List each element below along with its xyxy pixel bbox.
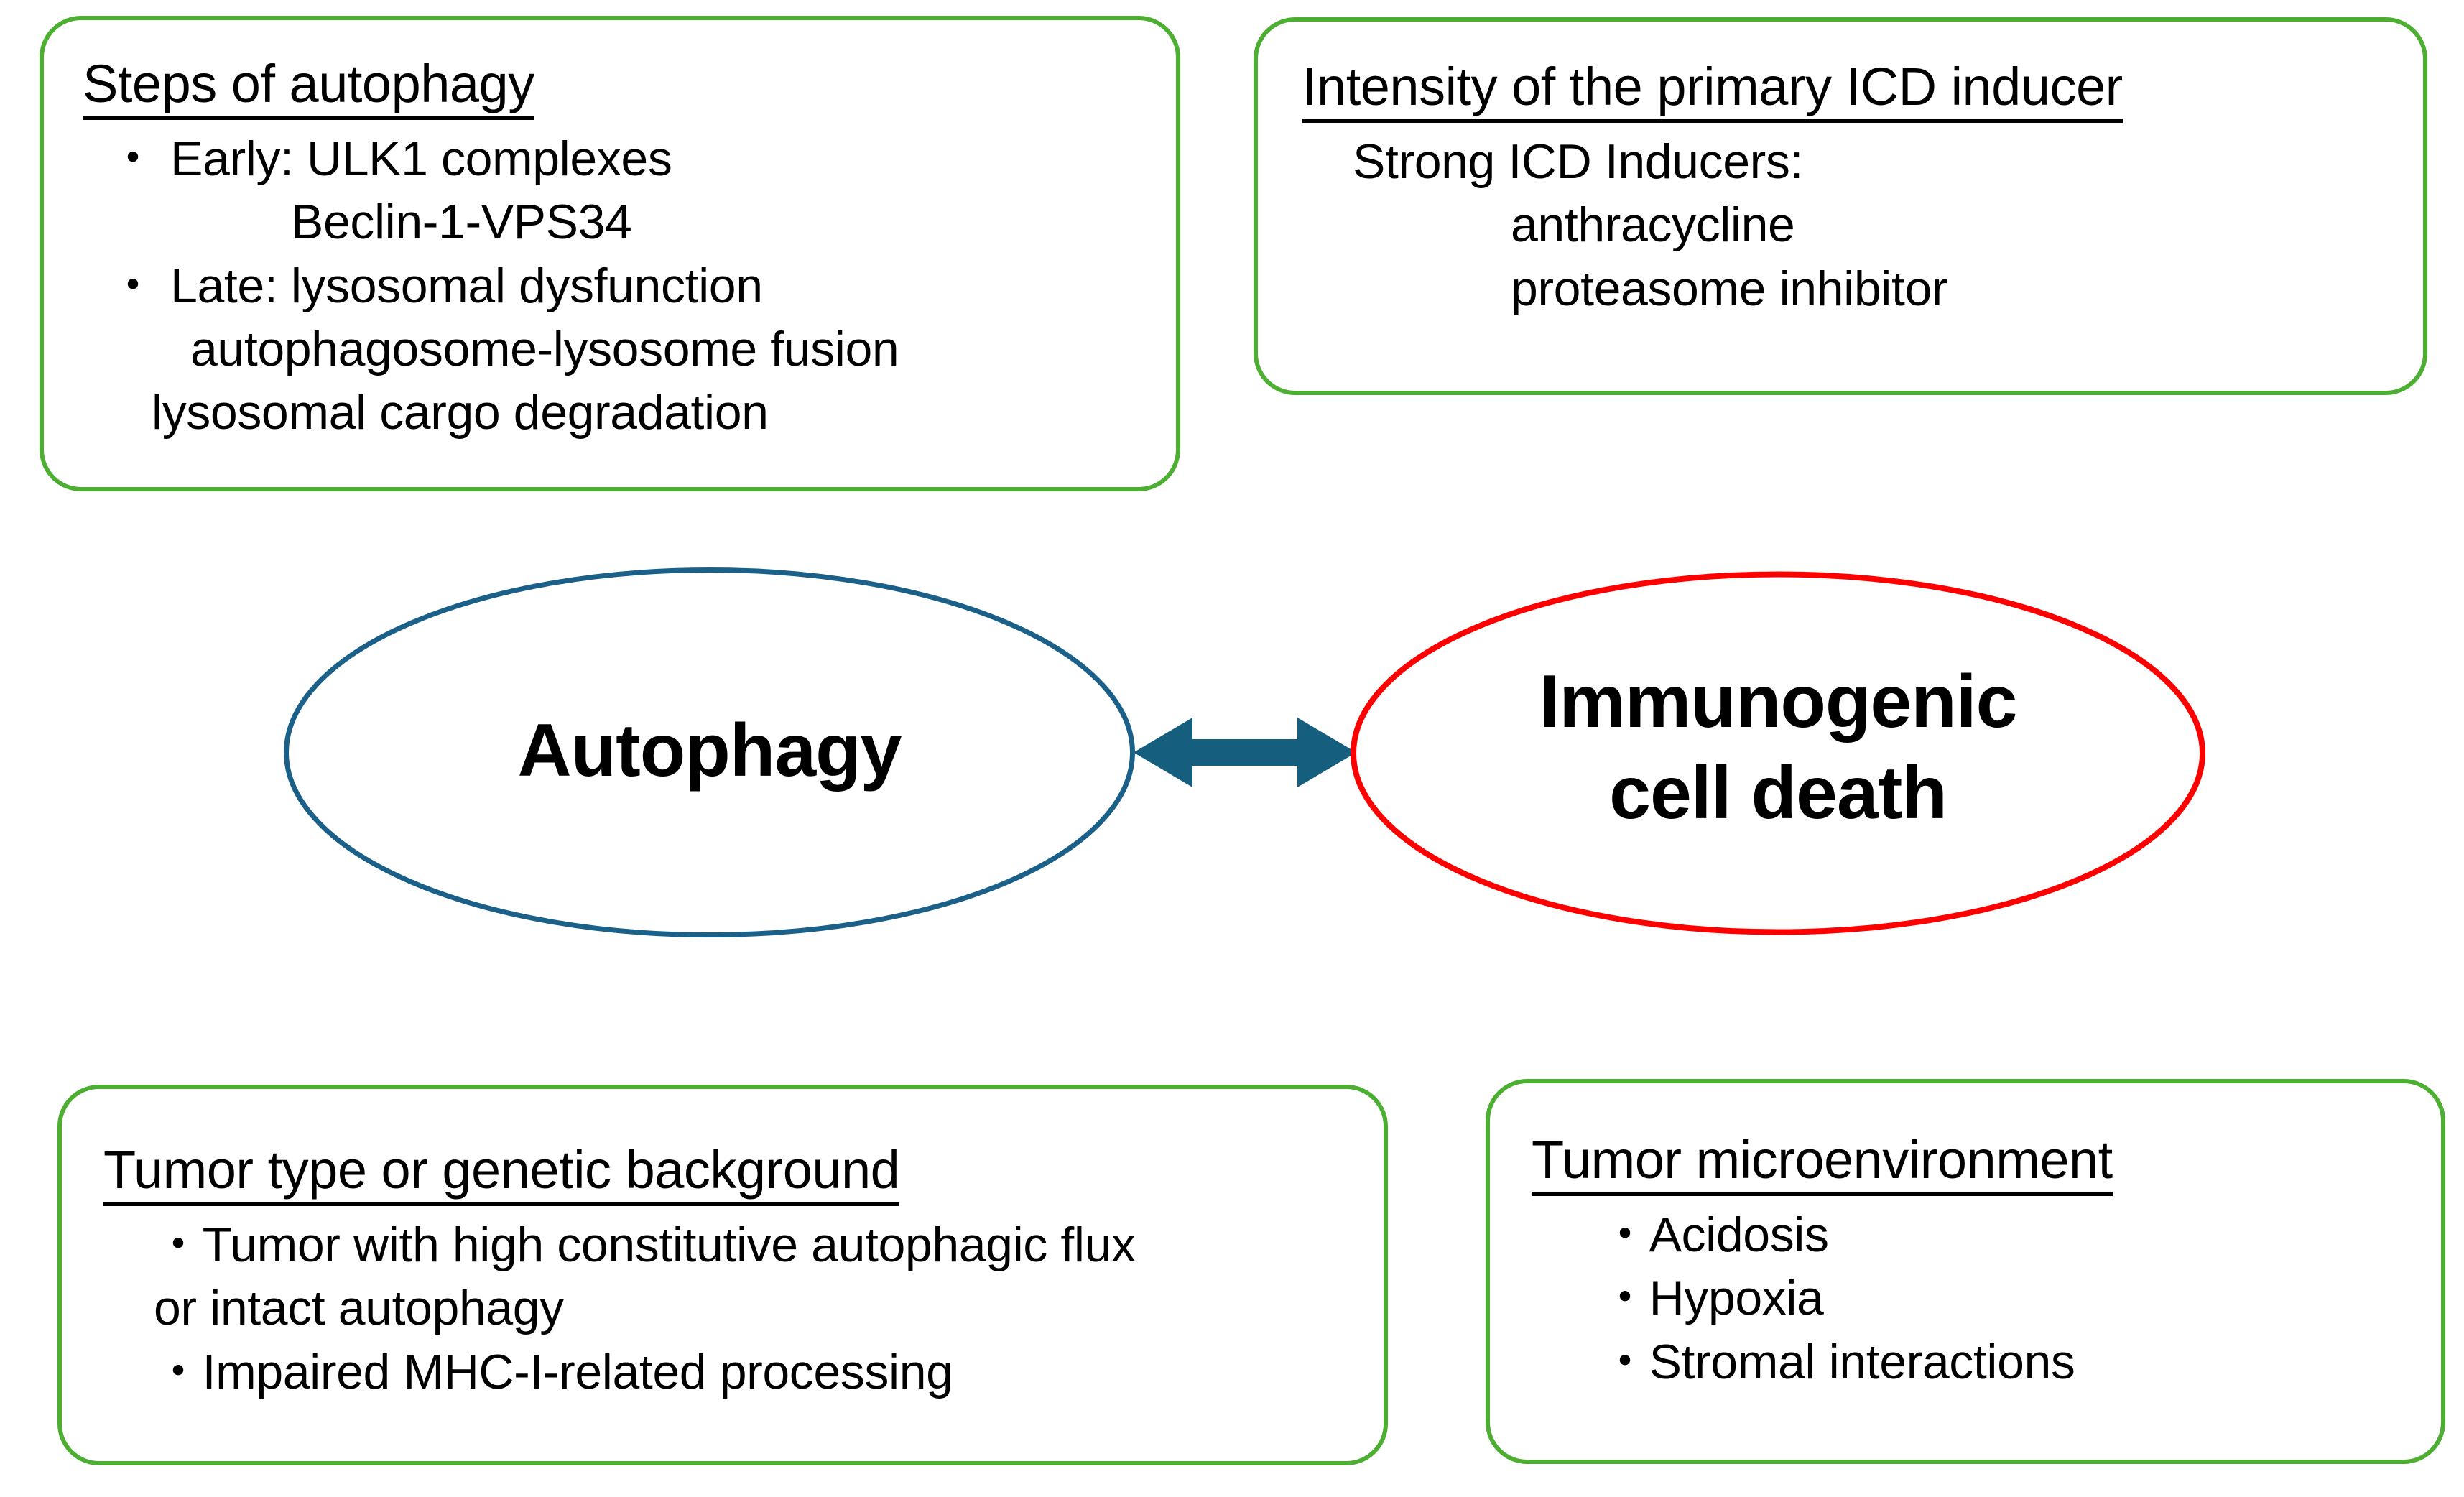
box-content-tumortype: Tumor type or genetic background ・Tumor … [62,1089,1384,1404]
box-line-tumortype-2: ・Impaired MHC-I-related processing [154,1344,953,1399]
box-line-intensity-0: Strong ICD Inducers: [1353,134,1803,189]
node-immunogenic-cell-death: Immunogenic cell death [1351,571,2205,935]
box-title-tumor-type-genetic-background: Tumor type or genetic background [103,1140,900,1206]
box-line-steps-2: ・ Late: lysosomal dysfunction [108,258,763,313]
box-title-tumor-microenvironment: Tumor microenvironment [1532,1130,2113,1196]
info-box-intensity-of-icd-inducer: Intensity of the primary ICD inducer Str… [1254,17,2427,395]
box-line-steps-3: autophagosome-lysosome fusion [190,322,899,377]
node-autophagy: Autophagy [284,567,1135,937]
box-title-intensity-of-icd-inducer: Intensity of the primary ICD inducer [1302,57,2123,123]
box-title-steps-of-autophagy: Steps of autophagy [83,54,534,120]
box-line-microenv-1: ・Hypoxia [1601,1271,1824,1326]
box-content-microenv: Tumor microenvironment ・Acidosis ・Hypoxi… [1490,1083,2441,1394]
double-headed-arrow-icon [1134,708,1356,797]
box-line-steps-1: Beclin-1-VPS34 [291,195,632,250]
ellipse-outline-red [1351,571,2205,935]
box-content-steps: Steps of autophagy ・ Early: ULK1 complex… [44,20,1176,445]
box-line-tumortype-0: ・Tumor with high constitutive autophagic… [154,1217,1136,1272]
info-box-tumor-type-genetic-background: Tumor type or genetic background ・Tumor … [57,1085,1388,1465]
box-line-microenv-0: ・Acidosis [1601,1207,1829,1262]
info-box-tumor-microenvironment: Tumor microenvironment ・Acidosis ・Hypoxi… [1486,1079,2445,1464]
box-line-microenv-2: ・Stromal interactions [1601,1334,2075,1389]
box-content-intensity: Intensity of the primary ICD inducer Str… [1258,22,2423,320]
box-line-tumortype-1: or intact autophagy [154,1281,564,1336]
box-line-intensity-1: anthracycline [1511,198,1795,253]
ellipse-outline-blue [284,567,1135,937]
box-line-intensity-2: proteasome inhibitor [1511,261,1948,316]
box-line-steps-4: lysosomal cargo degradation [152,385,769,440]
box-line-steps-0: ・ Early: ULK1 complexes [108,131,672,186]
info-box-steps-of-autophagy: Steps of autophagy ・ Early: ULK1 complex… [40,16,1180,491]
